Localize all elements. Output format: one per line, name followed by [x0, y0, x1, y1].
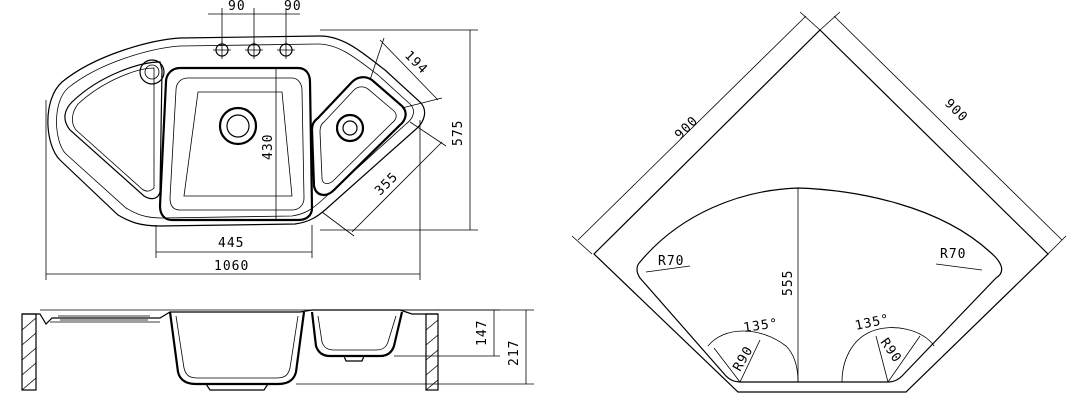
main-bowl-depth-label: 430 [261, 134, 276, 160]
radius-right-label: R70 [940, 247, 966, 262]
cutout-template: 900 900 555 R70 R70 135° R90 135° R90 [571, 11, 1067, 393]
small-bowl-outline [310, 76, 407, 196]
cutout-side-b-label: 900 [941, 96, 970, 125]
overflow-hole-outer [139, 59, 165, 85]
main-bowl-inner [169, 77, 305, 211]
small-bowl-offset-label: 194 [401, 48, 430, 77]
angle-left-label: 135° [742, 316, 779, 336]
total-height-label: 217 [507, 340, 522, 366]
width-total-label: 1060 [214, 259, 249, 274]
angle-right-label: 135° [854, 312, 892, 334]
drainer-inner [72, 67, 155, 192]
cutout-depth-label: 555 [781, 270, 796, 296]
tap-spacing-left-label: 90 [228, 0, 246, 14]
radius-left-label: R70 [658, 254, 684, 269]
small-bowl-width-label: 355 [372, 169, 401, 198]
main-bowl-outline [158, 66, 314, 222]
depth-total-label: 575 [451, 120, 466, 146]
top-view: 90 90 575 1060 445 430 355 194 [45, 0, 478, 280]
side-main-drain [205, 383, 269, 391]
inner-radius-left-label: R90 [730, 344, 756, 374]
side-small-bowl [310, 311, 404, 358]
side-small-drain [343, 355, 365, 362]
cutout-shape [636, 187, 1003, 383]
overflow-hole-inner [144, 64, 160, 80]
main-drain-outer [218, 106, 258, 146]
side-main-bowl [168, 311, 306, 386]
sink-outer-outline [47, 35, 426, 227]
side-view: 147 217 [21, 309, 534, 391]
main-bowl-width-label: 445 [218, 236, 244, 251]
worktop-left [21, 313, 37, 391]
tap-spacing-right-label: 90 [284, 0, 302, 14]
cutout-side-a-label: 900 [672, 113, 701, 142]
small-drain-inner [342, 120, 358, 136]
small-bowl-height-label: 147 [475, 320, 490, 346]
main-bowl-floor [183, 91, 293, 197]
cabinet-outline [593, 29, 1049, 393]
small-drain-outer [335, 113, 365, 143]
drainer-area [64, 61, 163, 200]
sink-inner-rim [56, 43, 414, 219]
small-bowl-inner [319, 86, 397, 184]
main-drain-inner [226, 114, 250, 138]
inner-radius-right-label: R90 [877, 336, 904, 366]
